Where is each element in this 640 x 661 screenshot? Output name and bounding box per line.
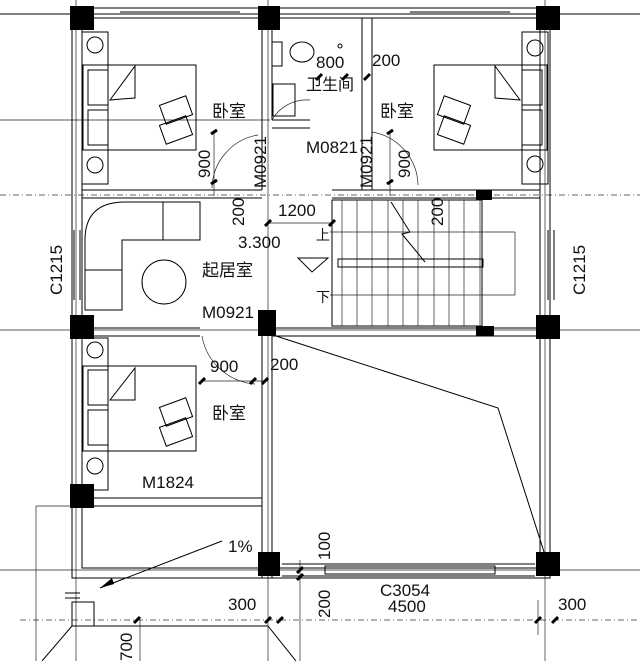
dim-balcony-100: 100 bbox=[315, 532, 334, 560]
sofa-set bbox=[84, 201, 201, 311]
staircase bbox=[296, 199, 516, 327]
dim-bedroom-tr-900: 900 bbox=[395, 150, 414, 178]
stair-up-label: 上 bbox=[316, 228, 330, 244]
dim-stair-1200: 1200 bbox=[278, 201, 316, 220]
room-label-living-room: 起居室 bbox=[202, 261, 253, 281]
door-label-living: M0921 bbox=[202, 303, 254, 322]
dim-bottom-700: 700 bbox=[117, 633, 136, 661]
bathroom-fixtures bbox=[271, 41, 343, 117]
dim-bath-800: 800 bbox=[316, 53, 344, 72]
dim-balcony-200: 200 bbox=[315, 590, 334, 618]
room-label-bedroom-top-right: 卧室 bbox=[380, 102, 414, 122]
door-label-bedroom-top-right: M0921 bbox=[357, 136, 376, 188]
window-label-left: C1215 bbox=[47, 245, 66, 295]
dim-bedroom-bl-900: 900 bbox=[210, 357, 238, 376]
room-label-bedroom-top-left: 卧室 bbox=[212, 102, 246, 122]
door-swings bbox=[201, 99, 419, 385]
bed-bottom-left bbox=[81, 337, 197, 491]
dim-bath-200: 200 bbox=[372, 51, 400, 70]
structural-columns bbox=[70, 6, 560, 576]
bed-top-left bbox=[81, 31, 197, 185]
slope-label: 1% bbox=[228, 537, 253, 556]
dim-bottom-300-right: 300 bbox=[558, 595, 586, 614]
elevation-label: 3.300 bbox=[238, 233, 281, 252]
room-label-bathroom: 卫生间 bbox=[306, 75, 354, 94]
room-label-bedroom-bottom-left: 卧室 bbox=[212, 404, 246, 424]
stair-down-label: 下 bbox=[316, 290, 330, 306]
dim-living-200: 200 bbox=[229, 198, 248, 226]
dimension-lines bbox=[132, 72, 560, 661]
door-label-bathroom: M0821 bbox=[306, 138, 358, 157]
door-label-bedroom-top-left: M0921 bbox=[251, 136, 270, 188]
door-label-bedroom-bottom: M1824 bbox=[142, 473, 194, 492]
dim-bottom-300-left: 300 bbox=[228, 595, 256, 614]
dim-bottom-4500: 4500 bbox=[388, 597, 426, 616]
dim-stair-200: 200 bbox=[428, 198, 447, 226]
bed-top-right bbox=[433, 31, 549, 185]
walls bbox=[71, 7, 555, 579]
dim-bedroom-tl-900: 900 bbox=[195, 150, 214, 178]
balcony bbox=[35, 335, 546, 661]
dim-bedroom-bl-200: 200 bbox=[270, 355, 298, 374]
window-label-right: C1215 bbox=[570, 245, 589, 295]
window-label-balcony: C3054 bbox=[380, 581, 430, 600]
